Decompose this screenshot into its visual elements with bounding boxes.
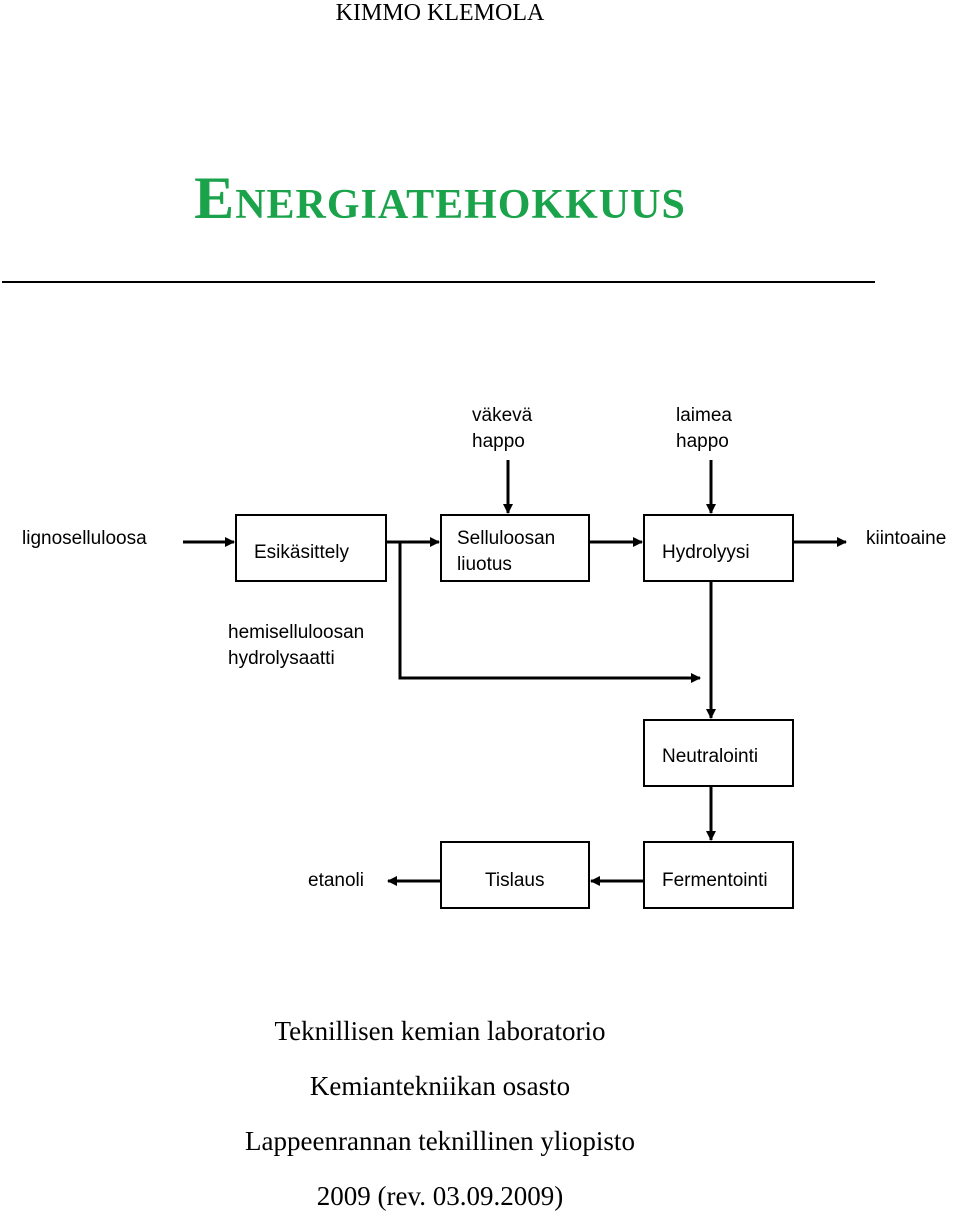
label-hemicellulose-line1: hemiselluloosan [228,622,364,643]
box-fermentation-label: Fermentointi [662,870,768,891]
author-name: KIMMO KLEMOLA [335,0,545,26]
box-cellulose-dissolution [440,514,590,582]
box-pretreatment [235,514,387,582]
box-neutralization-label: Neutralointi [662,746,758,767]
line-hemicellulose-bypass [398,542,701,683]
label-strong-acid-line2: happo [472,431,525,452]
footer-department: Kemiantekniikan osasto [309,1071,571,1101]
footer-date: 2009 (rev. 03.09.2009) [316,1181,564,1211]
label-hemicellulose-line2: hydrolysaatti [228,648,335,669]
label-strong-acid-line1: väkevä [472,405,533,426]
box-distillation-label: Tislaus [485,870,544,891]
horizontal-rule [2,281,875,283]
box-pretreatment-label: Esikäsittely [254,542,350,563]
label-dilute-acid-line2: happo [676,431,729,452]
box-cellulose-label-line2: liuotus [457,554,512,575]
footer-university: Lappeenrannan teknillinen yliopisto [245,1126,635,1156]
box-fermentation [643,841,794,909]
footer-lab: Teknillisen kemian laboratorio [274,1016,606,1046]
page-title: Energiatehokkuus [194,165,686,231]
label-solids: kiintoaine [866,528,946,549]
label-dilute-acid-line1: laimea [676,405,732,426]
box-cellulose-label-line1: Selluloosan [457,528,555,549]
box-neutralization [643,719,794,787]
process-flow-diagram: lignoselluloosa väkevä happo laimea happ… [22,405,946,909]
box-distillation [440,841,590,909]
box-hydrolysis-label: Hydrolyysi [662,542,750,563]
label-feed: lignoselluloosa [22,528,147,549]
label-ethanol: etanoli [308,870,364,891]
box-hydrolysis [643,514,794,582]
